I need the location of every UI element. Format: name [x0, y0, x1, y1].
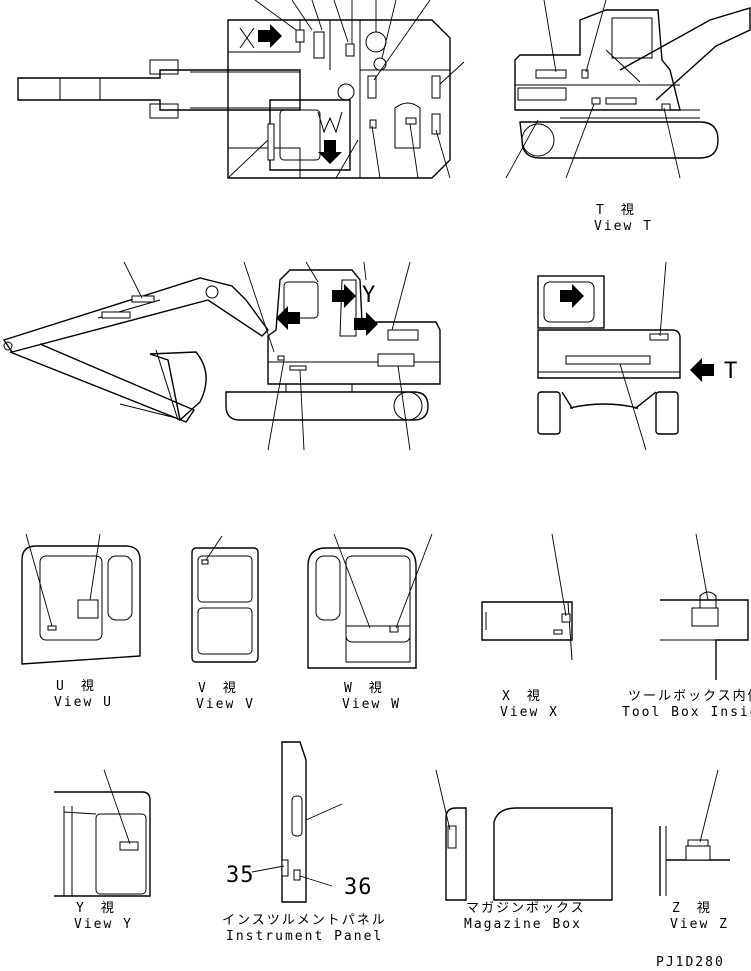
drawing-code: PJ1D280 — [656, 955, 725, 970]
arrow-x-marker — [258, 24, 282, 48]
instrument-panel-subtitle: Instrument Panel — [226, 929, 383, 944]
view-y-interior: Y 視 View Y — [54, 769, 151, 932]
view-w-cab: W 視 View W — [307, 533, 433, 712]
view-x-panel: X 視 View X — [481, 533, 573, 720]
view-t-title: T 視 — [596, 203, 636, 218]
arrow-right-marker-1 — [332, 284, 356, 308]
rear-view-excavator: T — [537, 261, 738, 451]
callout-35: 35 — [226, 863, 255, 888]
marker-t-label: T — [724, 359, 738, 384]
view-z-detail: Z 視 View Z — [659, 769, 730, 932]
callout-36: 36 — [344, 875, 373, 900]
marker-y-label: Y — [362, 283, 376, 308]
view-w-subtitle: View W — [342, 697, 401, 712]
magazine-box-subtitle: Magazine Box — [464, 917, 582, 932]
view-v-subtitle: View V — [196, 697, 255, 712]
instrument-panel: 35 36 インスツルメントパネル Instrument Panel — [222, 741, 387, 944]
view-v-title: V 視 — [198, 681, 238, 696]
view-t-excavator: T 視 View T — [505, 0, 751, 234]
view-w-title: W 視 — [344, 681, 384, 696]
view-z-subtitle: View Z — [670, 917, 729, 932]
arrow-left-marker — [276, 306, 300, 330]
tool-box-subtitle: Tool Box Inside — [622, 705, 751, 720]
magazine-box-title: マガジンボックス — [466, 901, 586, 916]
arrow-t-marker — [690, 358, 714, 382]
side-elevation-excavator: Y — [2, 261, 441, 451]
view-u-cab: U 視 View U — [21, 533, 141, 710]
tool-box-title: ツールボックス内側 — [628, 688, 751, 704]
top-view-excavator — [17, 0, 465, 179]
view-x-subtitle: View X — [500, 705, 559, 720]
instrument-panel-title: インスツルメントパネル — [222, 913, 387, 928]
view-y-title: Y 視 — [76, 901, 116, 916]
view-y-subtitle: View Y — [74, 917, 133, 932]
view-t-subtitle: View T — [594, 219, 653, 234]
view-u-subtitle: View U — [54, 695, 113, 710]
magazine-box: マガジンボックス Magazine Box — [435, 769, 613, 932]
view-u-title: U 視 — [56, 679, 96, 694]
view-z-title: Z 視 — [672, 901, 712, 916]
view-x-title: X 視 — [502, 689, 542, 704]
arrow-right-marker-rear — [560, 284, 584, 308]
arrow-w-marker — [318, 140, 342, 164]
tool-box-inside: ツールボックス内側 Tool Box Inside — [622, 533, 751, 720]
view-v-door: V 視 View V — [191, 535, 259, 712]
arrow-right-marker-2 — [354, 312, 378, 336]
